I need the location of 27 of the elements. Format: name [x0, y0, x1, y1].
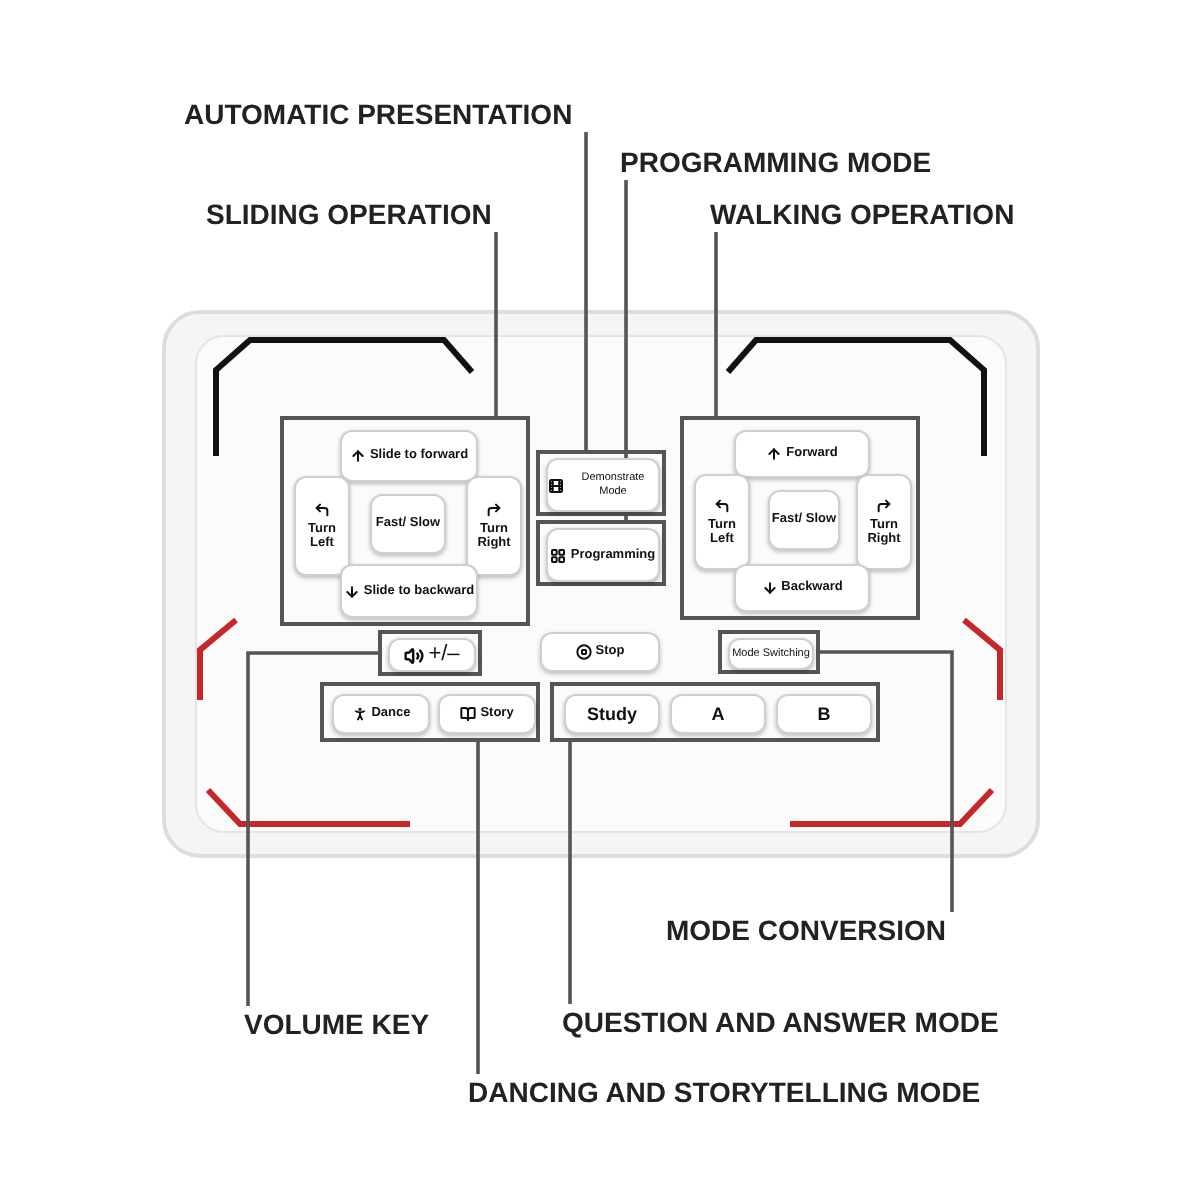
highlight-frame: [550, 682, 880, 742]
highlight-frame: [320, 682, 540, 742]
leader-line: [246, 651, 378, 1006]
callout-label: DANCING AND STORYTELLING MODE: [468, 1074, 1012, 1110]
callout-label: WALKING OPERATION: [710, 196, 1040, 232]
leader-line: [820, 650, 954, 912]
callout-label: QUESTION AND ANSWER MODE: [562, 1004, 1026, 1040]
highlight-frame: [378, 630, 482, 676]
remote-button: A: [670, 694, 766, 734]
leader-line: [476, 742, 480, 1074]
leader-line: [584, 132, 588, 450]
callout-label: PROGRAMMING MODE: [620, 144, 960, 180]
callout-label: SLIDING OPERATION: [206, 196, 516, 232]
leader-line: [714, 232, 718, 416]
leader-line: [568, 742, 572, 1004]
callout-label: AUTOMATIC PRESENTATION: [184, 96, 592, 132]
highlight-frame: [280, 416, 530, 626]
remote-button: +/–: [388, 638, 476, 672]
callout-label: MODE CONVERSION: [666, 912, 966, 948]
callout-label: VOLUME KEY: [244, 1006, 444, 1042]
leader-line: [494, 232, 498, 416]
highlight-frame: [680, 416, 920, 620]
highlight-frame: [718, 630, 820, 674]
remote-button: Study: [564, 694, 660, 734]
highlight-frame: [536, 450, 666, 516]
highlight-frame: [536, 520, 666, 586]
remote-button: B: [776, 694, 872, 734]
